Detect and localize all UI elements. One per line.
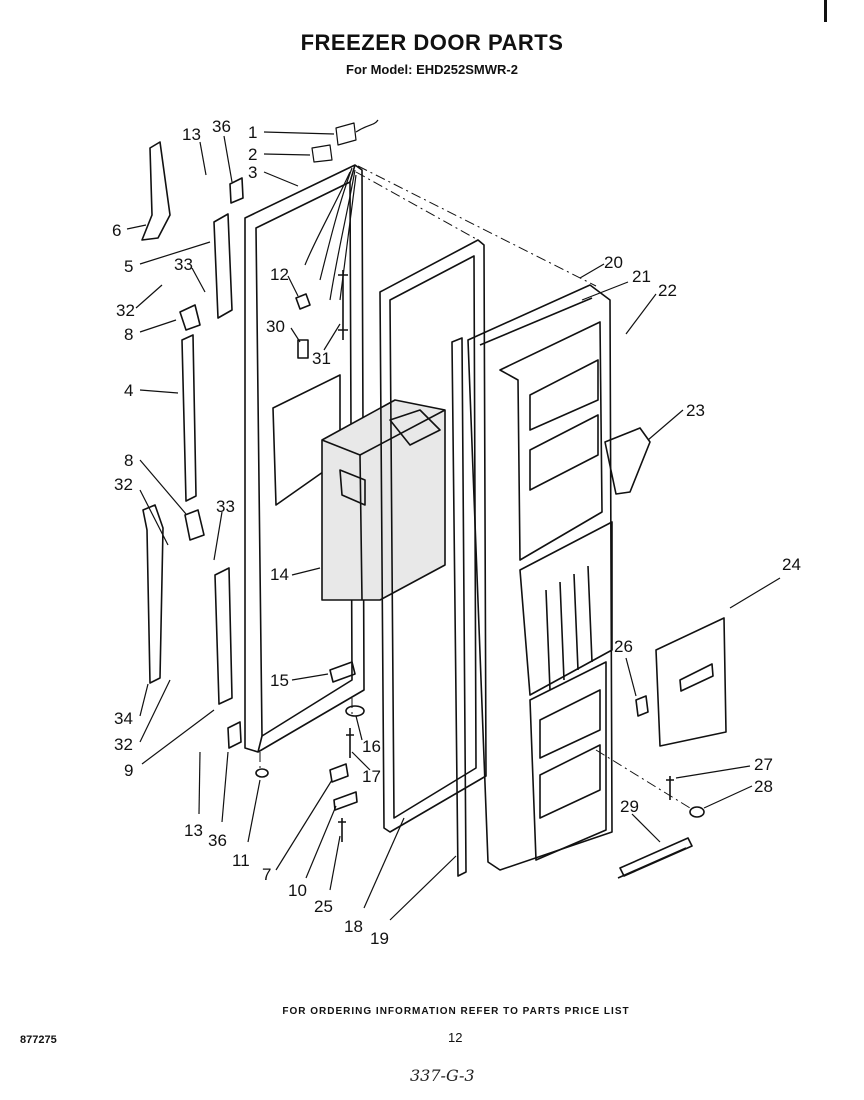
part-36-upper (229, 177, 244, 204)
handwritten-note: 337-G-3 (410, 1066, 475, 1085)
part-7 (329, 763, 349, 783)
part-17 (346, 728, 354, 758)
part-36-lower (227, 721, 242, 749)
upper-hinge-strip (141, 141, 233, 319)
wire-harness (304, 119, 379, 301)
part-29 (617, 837, 693, 879)
callout-19: 19 (370, 929, 389, 948)
callout-14: 14 (270, 565, 289, 584)
callout-23: 23 (686, 401, 705, 420)
part-8-upper (179, 304, 201, 331)
callout-11: 11 (232, 851, 250, 870)
callout-9: 9 (124, 761, 133, 780)
callout-8-lower: 8 (124, 451, 133, 470)
part-31 (338, 270, 348, 340)
callout-24: 24 (782, 555, 801, 574)
outer-door-liner (467, 284, 613, 871)
callout-10: 10 (288, 881, 307, 900)
callout-13-lower: 13 (184, 821, 203, 840)
callout-26: 26 (614, 637, 633, 656)
part-12 (295, 293, 311, 310)
part-10 (333, 791, 358, 811)
callout-8: 8 (124, 325, 133, 344)
part-11 (255, 768, 269, 778)
callout-labels: 1 2 3 13 36 6 5 33 32 8 12 30 31 4 8 32 … (112, 117, 801, 948)
callout-33-lower: 33 (216, 497, 235, 516)
door-gasket (379, 239, 487, 833)
callout-32-lower: 32 (114, 735, 133, 754)
door-stop-bar-4 (181, 334, 197, 502)
corner-mark (824, 0, 827, 22)
callout-6: 6 (112, 221, 121, 240)
model-subtitle: For Model: EHD252SMWR-2 (346, 62, 518, 77)
callout-36-lower: 36 (208, 831, 227, 850)
callout-2: 2 (248, 145, 257, 164)
callout-34: 34 (114, 709, 133, 728)
callout-3: 3 (248, 163, 257, 182)
callout-15: 15 (270, 671, 289, 690)
part-27 (666, 776, 674, 800)
part-24 (655, 617, 727, 747)
ordering-info-note: FOR ORDERING INFORMATION REFER TO PARTS … (282, 1006, 630, 1017)
callout-20: 20 (604, 253, 623, 272)
callout-5: 5 (124, 257, 133, 276)
callout-13: 13 (182, 125, 201, 144)
page-title: FREEZER DOOR PARTS (300, 30, 564, 55)
callout-29: 29 (620, 797, 639, 816)
page-number: 12 (448, 1030, 463, 1045)
part-25 (338, 818, 346, 842)
callout-27: 27 (754, 755, 773, 774)
part-15 (329, 661, 356, 683)
callout-32: 32 (116, 301, 135, 320)
callout-22: 22 (658, 281, 677, 300)
part-26 (635, 695, 649, 717)
document-number: 877275 (20, 1034, 57, 1046)
part-8-lower (184, 509, 205, 541)
part-28 (689, 806, 705, 818)
callout-12: 12 (270, 265, 289, 284)
part-16 (345, 705, 365, 717)
ice-chute-housing (321, 399, 446, 601)
callout-31: 31 (312, 349, 331, 368)
part-30 (297, 339, 309, 359)
callout-4: 4 (124, 381, 133, 400)
callout-30: 30 (266, 317, 285, 336)
callout-28: 28 (754, 777, 773, 796)
part-23 (604, 427, 651, 495)
callout-18: 18 (344, 917, 363, 936)
callout-17: 17 (362, 767, 381, 786)
callout-1: 1 (248, 123, 257, 142)
callout-36: 36 (212, 117, 231, 136)
callout-21: 21 (632, 267, 651, 286)
lower-hinge-strip (142, 504, 233, 705)
gasket-strip-19 (451, 337, 467, 877)
callout-33: 33 (174, 255, 193, 274)
callout-7: 7 (262, 865, 271, 884)
callout-16: 16 (362, 737, 381, 756)
callout-25: 25 (314, 897, 333, 916)
callout-32-middle: 32 (114, 475, 133, 494)
